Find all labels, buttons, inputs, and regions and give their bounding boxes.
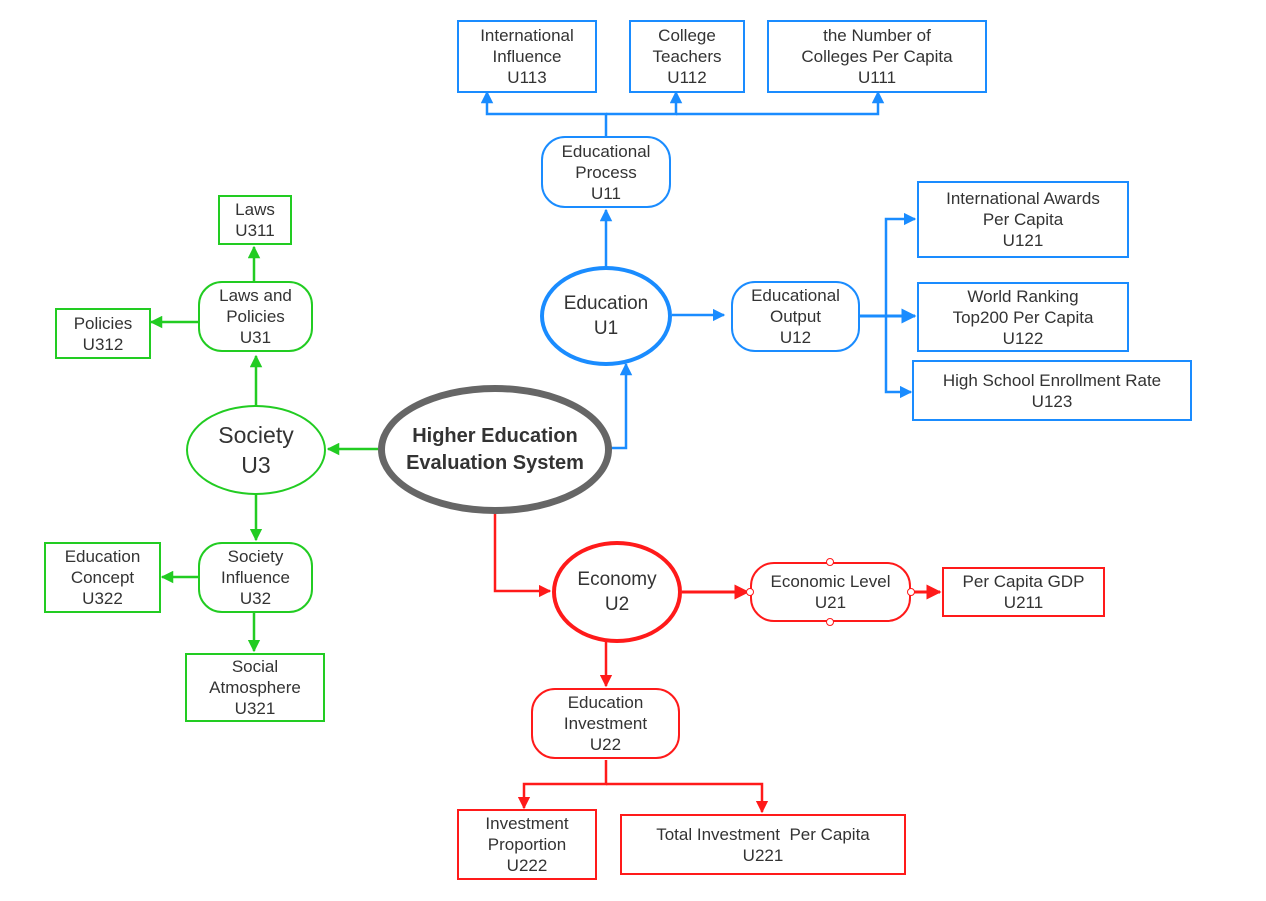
node-label: Process	[575, 162, 637, 182]
node-code: U113	[507, 68, 547, 87]
edge-process-u112	[606, 90, 683, 116]
node-code: U322	[82, 589, 123, 608]
node-label: Proportion	[487, 835, 567, 854]
node-society-u3[interactable]: Society U3	[186, 405, 326, 495]
root-node[interactable]: Higher Education Evaluation System	[378, 385, 612, 514]
edge-process-u113	[480, 90, 608, 137]
edge-output-u123	[884, 316, 913, 399]
edge-root-economy	[493, 512, 552, 598]
node-economy-u2[interactable]: Economy U2	[552, 541, 682, 643]
node-label: Society	[218, 422, 294, 448]
node-label: International Awards	[946, 189, 1100, 208]
node-code: U312	[82, 334, 124, 354]
node-code: U1	[593, 318, 619, 339]
node-code: U321	[234, 699, 276, 718]
node-label: Total Investment Per Capita	[656, 824, 870, 844]
edge-process-u111	[676, 90, 885, 116]
node-code: U2	[604, 594, 630, 615]
selection-handle-left[interactable]	[746, 588, 754, 596]
node-social-atmosphere-u321[interactable]: Social Atmosphere U321	[185, 653, 325, 722]
edge-output-u121	[884, 212, 917, 316]
node-education-investment-u22[interactable]: Education Investment U22	[531, 688, 680, 759]
selection-handle-bottom[interactable]	[826, 618, 834, 626]
node-label: Atmosphere	[209, 678, 301, 697]
node-code: U222	[506, 856, 548, 875]
node-label: Society	[227, 547, 284, 566]
node-colleges-per-capita-u111[interactable]: the Number of Colleges Per Capita U111	[767, 20, 987, 93]
node-label: Teachers	[652, 47, 722, 66]
node-high-school-enrollment-u123[interactable]: High School Enrollment Rate U123	[912, 360, 1192, 421]
node-code: U122	[1002, 328, 1044, 348]
node-label: Per Capita GDP	[962, 572, 1085, 591]
node-label: Concept	[70, 568, 135, 587]
node-world-ranking-u122[interactable]: World Ranking Top200 Per Capita U122	[917, 282, 1129, 352]
node-label: Influence	[221, 568, 290, 587]
node-label: Investment	[563, 714, 648, 733]
node-code: U123	[1031, 391, 1073, 411]
node-label: Influence	[492, 47, 562, 66]
node-label: High School Enrollment Rate	[942, 370, 1162, 390]
node-education-u1[interactable]: Education U1	[540, 266, 672, 366]
node-label: Educational	[751, 286, 840, 305]
node-code: U221	[742, 845, 784, 865]
node-society-influence-u32[interactable]: Society Influence U32	[198, 542, 313, 613]
node-investment-proportion-u222[interactable]: Investment Proportion U222	[457, 809, 597, 880]
node-code: U22	[589, 735, 622, 754]
node-international-awards-u121[interactable]: International Awards Per Capita U121	[917, 181, 1129, 258]
node-label: the Number of	[823, 26, 931, 45]
selection-handle-right[interactable]	[907, 588, 915, 596]
node-label: Output	[769, 307, 822, 326]
node-policies-u312[interactable]: Policies U312	[55, 308, 151, 359]
node-code: U121	[1002, 231, 1044, 250]
node-label: Per Capita	[982, 210, 1064, 229]
node-code: U11	[591, 183, 621, 203]
node-code: U12	[779, 328, 812, 347]
root-label-line1: Higher Education	[412, 424, 578, 447]
node-label: Laws and	[219, 286, 292, 305]
node-educational-process-u11[interactable]: Educational Process U11	[541, 136, 671, 208]
node-college-teachers-u112[interactable]: College Teachers U112	[629, 20, 745, 93]
node-label: Investment	[485, 814, 569, 833]
node-code: U32	[239, 589, 272, 608]
node-total-investment-u221[interactable]: Total Investment Per Capita U221	[620, 814, 906, 875]
node-label: Educational	[561, 141, 651, 161]
node-label: Economic Level	[770, 572, 891, 591]
selection-handle-top[interactable]	[826, 558, 834, 566]
node-code: U112	[667, 68, 707, 87]
edge-investment-u222	[517, 760, 608, 810]
node-code: U21	[814, 593, 847, 612]
node-laws-u311[interactable]: Laws U311	[218, 195, 292, 245]
node-code: U211	[1003, 593, 1044, 612]
node-label: Policies	[226, 307, 285, 326]
edge-root-education	[610, 362, 633, 450]
node-label: International	[480, 26, 574, 45]
node-label: College	[658, 26, 716, 45]
node-label: Education	[64, 547, 141, 566]
node-per-capita-gdp-u211[interactable]: Per Capita GDP U211	[942, 567, 1105, 617]
node-education-concept-u322[interactable]: Education Concept U322	[44, 542, 161, 613]
node-code: U3	[241, 452, 271, 478]
node-laws-and-policies-u31[interactable]: Laws and Policies U31	[198, 281, 313, 352]
edge-investment-u221	[606, 782, 769, 814]
node-code: U111	[857, 68, 897, 87]
node-label: Economy	[577, 569, 657, 590]
node-label: Laws	[235, 200, 275, 219]
node-label: Education	[563, 293, 649, 314]
node-code: U31	[239, 328, 272, 347]
node-economic-level-u21[interactable]: Economic Level U21	[750, 562, 911, 622]
node-educational-output-u12[interactable]: Educational Output U12	[731, 281, 860, 352]
node-international-influence-u113[interactable]: International Influence U113	[457, 20, 597, 93]
node-label: Policies	[73, 313, 133, 333]
node-label: Social	[231, 657, 279, 676]
node-code: U311	[235, 221, 275, 240]
node-label: Education	[567, 693, 644, 712]
node-label: World Ranking	[967, 286, 1079, 306]
root-label-line2: Evaluation System	[406, 451, 584, 474]
node-label: Top200 Per Capita	[952, 307, 1094, 327]
node-label: Colleges Per Capita	[801, 47, 953, 66]
